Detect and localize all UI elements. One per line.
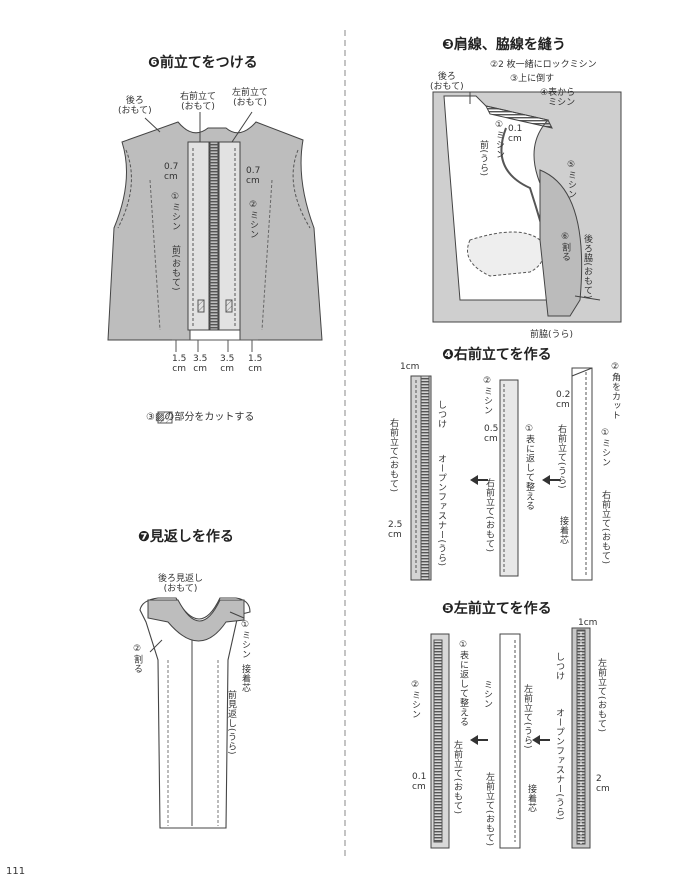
s3-front-side: 前脇(うら)	[530, 330, 574, 340]
back-facing-label: 後ろ見返し (おもて)	[158, 574, 204, 594]
s4-02cm: 0.2 cm	[556, 390, 571, 410]
s4-baste: しつけ	[436, 400, 446, 429]
section-4-title: ❹右前立てを作る	[442, 347, 552, 363]
s4-1cm: 1cm	[400, 362, 420, 372]
facing-diagram	[139, 597, 251, 829]
left-front-label: 左前立て (おもて)	[232, 88, 269, 108]
sew-1-label: ①ミシン	[170, 192, 180, 231]
front-facing-label: 前見返し(うら)	[226, 690, 236, 756]
s5-zipper: オープンファスナー(うら)	[554, 708, 564, 821]
shoulder-side-diagram	[432, 91, 622, 323]
s3-split6: ⑥割る	[560, 232, 570, 262]
section-7-title: ❼見返しを作る	[138, 529, 234, 545]
s5-left-omote3: 左前立て(おもて)	[596, 658, 606, 733]
dim-07-left: 0.7 cm	[164, 162, 179, 182]
cut-area-swatch	[157, 411, 173, 424]
s3-step4: ④表から ミシン	[540, 88, 576, 108]
s5-flip: ①表に返して整える	[458, 640, 468, 727]
s5-left-ura: 左前立て(うら)	[522, 684, 532, 750]
s3-back-label: 後ろ (おもて)	[430, 72, 464, 92]
s4-25cm: 2.5 cm	[388, 520, 403, 540]
s4-right-omote-mid: 右前立て(おもて)	[484, 478, 494, 553]
s4-05cm: 0.5 cm	[484, 424, 499, 444]
s5-1cm: 1cm	[578, 618, 598, 628]
dim-15-right: 1.5 cm	[248, 354, 263, 374]
s5-baste: しつけ	[554, 652, 564, 681]
s5-interfacing: 接着芯	[526, 784, 536, 813]
s4-right-ura: 右前立て(うら)	[556, 424, 566, 490]
section-3-title: ❸肩線、脇線を縫う	[442, 37, 566, 53]
dim-07-right: 0.7 cm	[246, 166, 261, 186]
s4-sew1: ①ミシン	[600, 428, 610, 467]
facing-split-label: ②割る	[132, 644, 142, 674]
left-placket-diagram	[430, 627, 591, 849]
page-number: 111	[6, 866, 26, 877]
dim-35-right: 3.5 cm	[220, 354, 235, 374]
right-placket-diagram	[410, 367, 593, 581]
s3-back-side: 後ろ脇(おもて)	[582, 234, 592, 300]
section-5-title: ❺左前立てを作る	[442, 601, 552, 617]
s5-01cm: 0.1 cm	[412, 772, 427, 792]
s4-zipper: オープンファスナー(うら)	[436, 454, 446, 567]
right-front-label: 右前立て (おもて)	[180, 92, 217, 112]
dim-15-left: 1.5 cm	[172, 354, 187, 374]
s4-right-omote2: 右前立て(おもて)	[600, 490, 610, 565]
s4-cut-corner: ②角をカット	[610, 362, 620, 420]
s5-sew2: ②ミシン	[410, 680, 420, 719]
vest-front-diagram	[107, 111, 323, 352]
s5-left-omote: 左前立て(おもて)	[452, 740, 462, 815]
s5-left-omote2: 左前立て(おもて)	[484, 772, 494, 847]
s3-dim-01: 0.1 cm	[508, 124, 523, 144]
s4-flip: ①表に返して整える	[524, 424, 534, 511]
cut-note: ③▨の部分をカットする	[146, 412, 255, 423]
s3-step2: ②2 枚一緒にロックミシン	[490, 60, 597, 70]
section-6-title: ❻前立てをつける	[148, 55, 258, 71]
facing-sew-label: ①ミシン	[240, 620, 250, 659]
s3-front-ura: 前(うら)	[478, 140, 488, 177]
s4-sew2: ②ミシン	[482, 376, 492, 415]
s5-2cm: 2 cm	[596, 774, 610, 794]
s3-sew1: ①ミシン	[494, 120, 504, 159]
s4-right-omote: 右前立て(おもて)	[388, 418, 398, 493]
back-label: 後ろ (おもて)	[118, 96, 152, 116]
facing-interfacing-label: 接着芯	[240, 664, 250, 693]
dim-35-left: 3.5 cm	[193, 354, 208, 374]
sew-2-label: ②ミシン	[248, 200, 258, 239]
s3-step3: ③上に倒す	[510, 74, 555, 84]
s4-interfacing: 接着芯	[558, 516, 568, 545]
front-omote-label: 前(おもて)	[170, 245, 180, 292]
s3-sew5: ⑤ミシン	[566, 160, 576, 199]
s5-sew: ミシン	[482, 680, 492, 709]
